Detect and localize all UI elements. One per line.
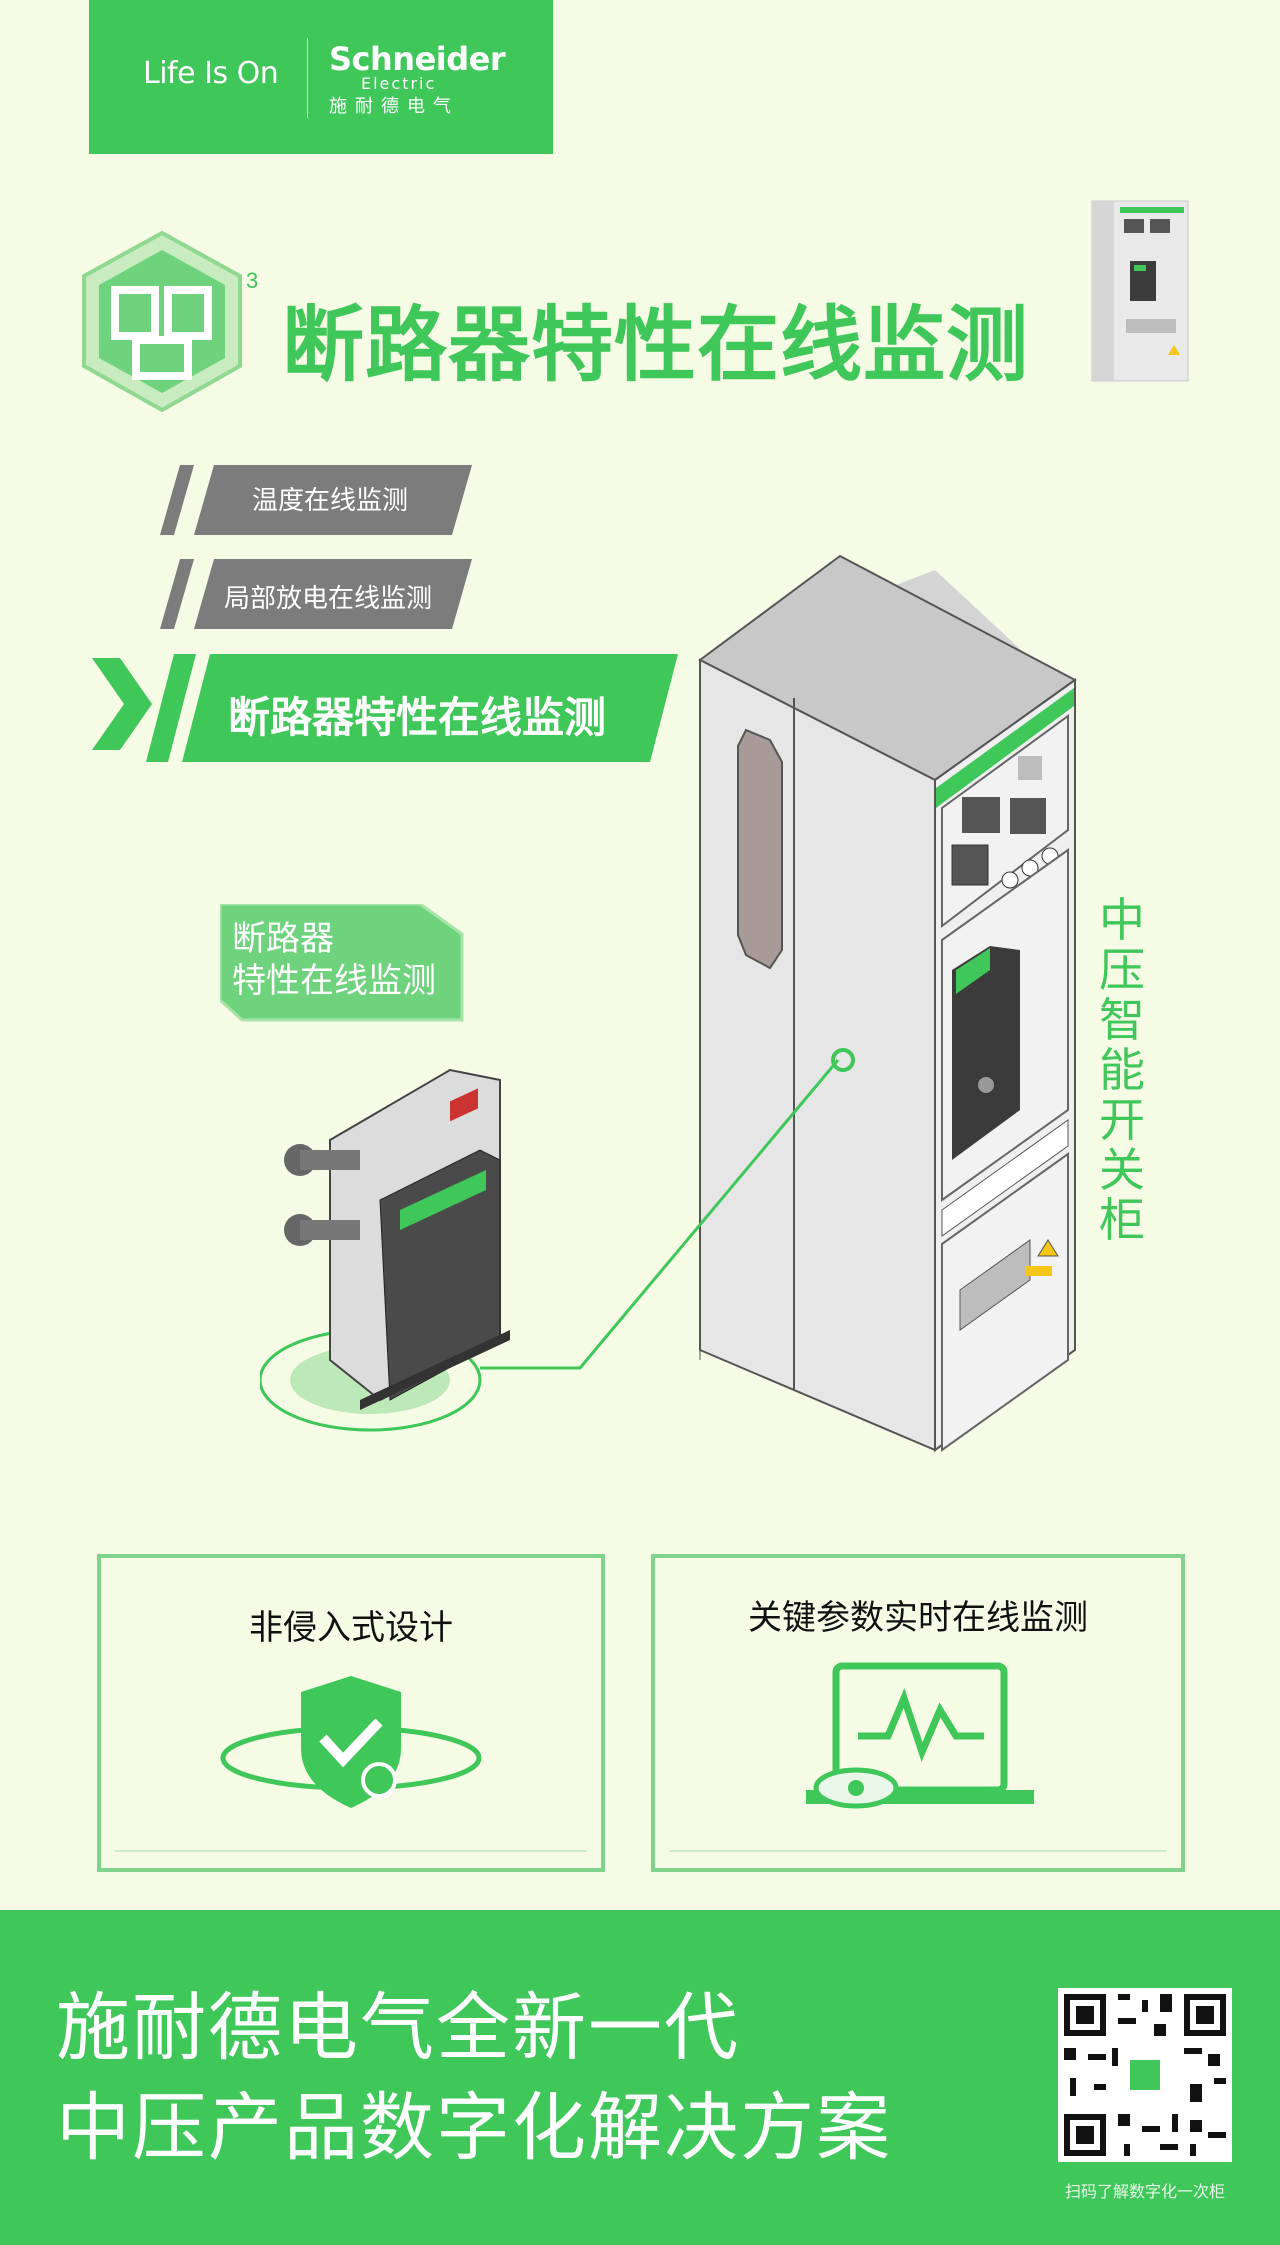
schneider-logo: Life Is On Schneider Electric 施耐德电气 [89,0,553,154]
footer-banner: 施耐德电气全新一代 中压产品数字化解决方案 扫码了解数字化一次柜 [0,1910,1280,2245]
brand-sub: Electric [361,74,437,93]
feature-title: 非侵入式设计 [249,1608,453,1648]
brand-cn: 施耐德电气 [329,96,459,117]
breaker-label-line2: 特性在线监测 [232,961,436,1001]
tab-temperature[interactable]: 温度在线监测 [252,486,409,516]
cabinet-thumbnail [1091,200,1189,382]
circuit-breaker-illustration [260,1048,855,1432]
tab-shape-2 [160,559,472,629]
side-label: 中压智能开关柜 [1099,893,1145,1247]
qr-code[interactable] [1058,1988,1232,2162]
footer-line-1: 施耐德电气全新一代 [56,1985,740,2071]
card-divider [115,1850,587,1852]
switchgear-cabinet-illustration [698,554,1077,1452]
monitor-eye-icon [806,1662,1034,1809]
feature-title: 关键参数实时在线监测 [748,1598,1088,1638]
shield-gear-icon [220,1676,482,1808]
card-divider [669,1850,1167,1852]
zhi-badge-icon: 3 [82,230,258,413]
feature-card-non-invasive: 非侵入式设计 [97,1554,605,1872]
tab-shape-1 [160,465,472,535]
footer-line-2: 中压产品数字化解决方案 [56,2085,892,2171]
tagline: Life Is On [143,56,279,91]
qr-caption: 扫码了解数字化一次柜 [1064,2182,1225,2201]
tab-shape-3-active [92,654,678,762]
svg-text:3: 3 [246,268,258,293]
page-title: 断路器特性在线监测 [282,298,1030,393]
feature-card-realtime-monitoring: 关键参数实时在线监测 [651,1554,1185,1872]
breaker-label-bg [220,904,464,1022]
tab-partial-discharge[interactable]: 局部放电在线监测 [224,584,433,614]
brand-name: Schneider [329,40,506,78]
logo-divider [307,38,308,118]
tab-breaker-characteristics[interactable]: 断路器特性在线监测 [228,693,607,742]
breaker-label-line1: 断路器 [232,919,334,959]
breaker-label: 断路器 特性在线监测 [232,918,436,1002]
